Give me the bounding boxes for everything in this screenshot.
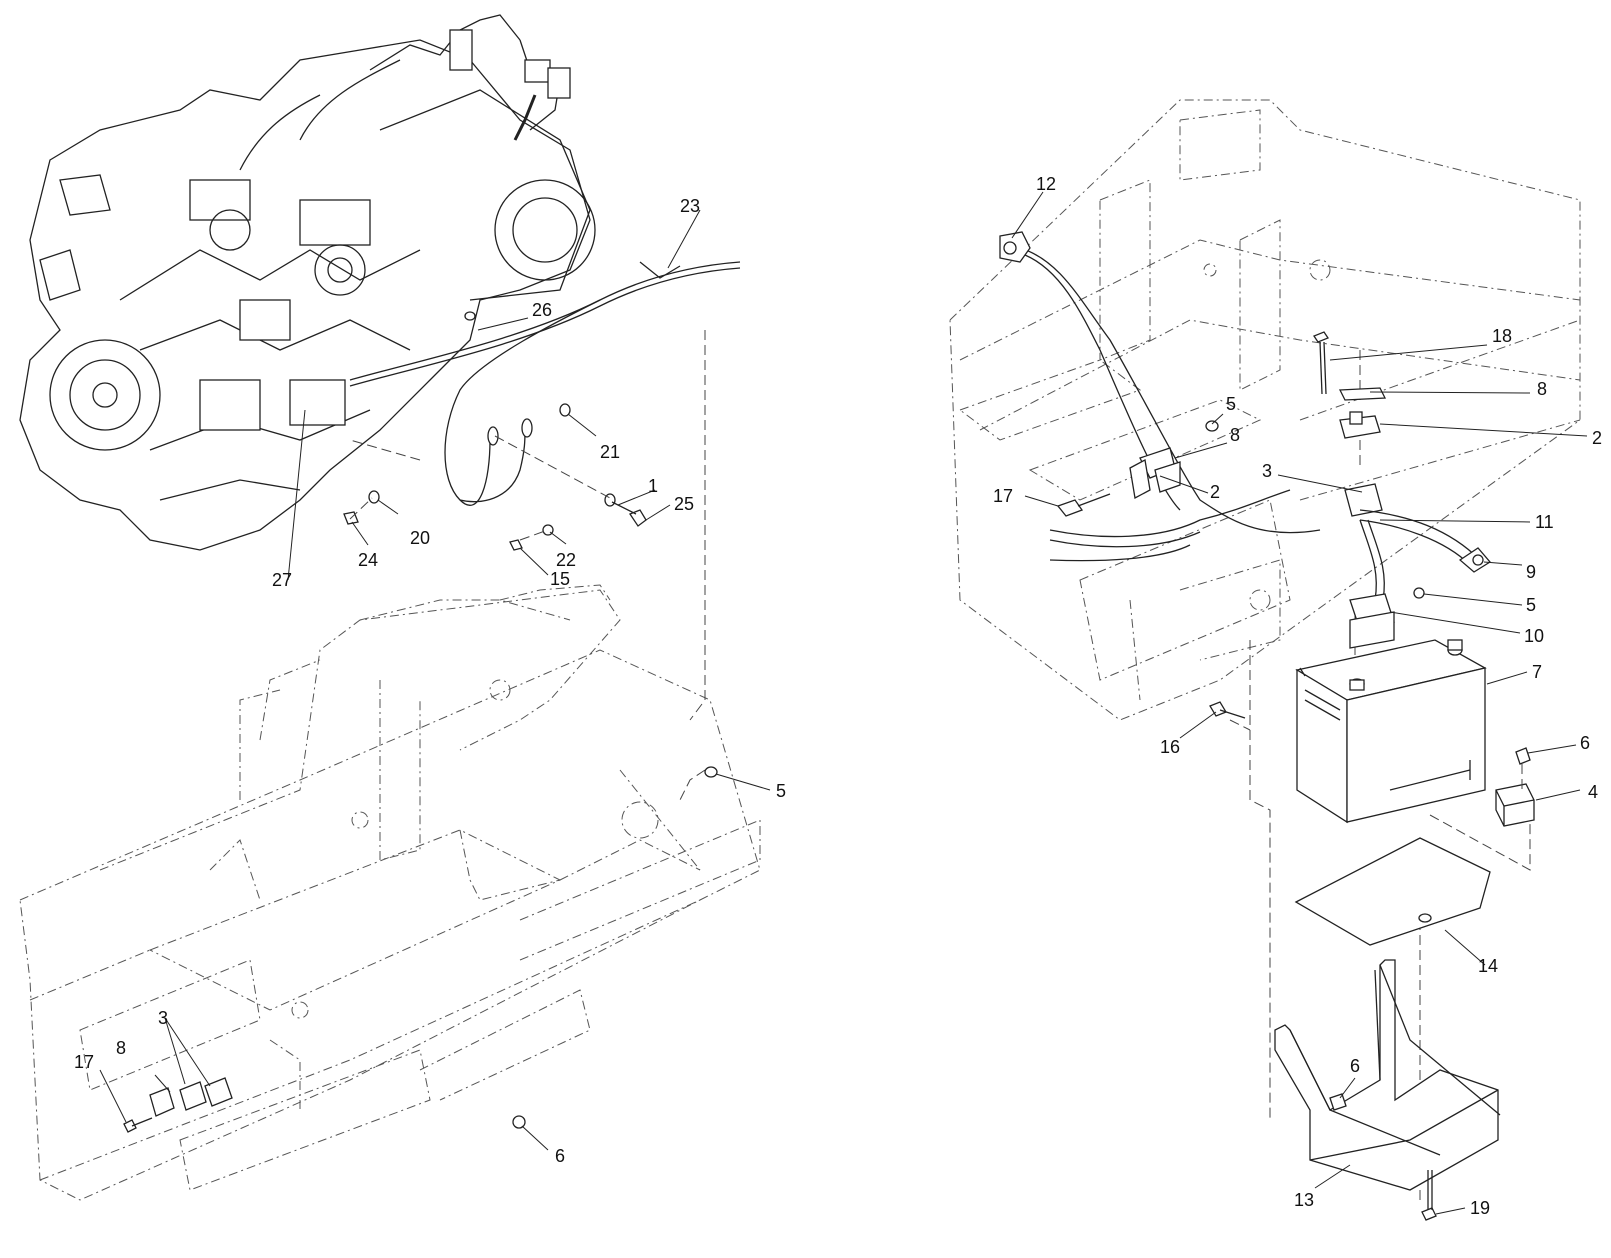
callout-2-mid: 2: [1210, 482, 1220, 502]
callout-6-upper: 6: [1580, 733, 1590, 753]
battery-hold-down: [1495, 747, 1535, 827]
callout-5-left: 5: [776, 781, 786, 801]
callout-14: 14: [1478, 956, 1498, 976]
leader-lines: [99, 191, 1588, 1215]
callout-19: 19: [1470, 1198, 1490, 1218]
callout-7: 7: [1532, 662, 1542, 682]
callout-12: 12: [1036, 174, 1056, 194]
callout-23: 23: [680, 196, 700, 216]
callout-labels: 23 26 21 1 25 20 24 22 15 27 5 3 8 17 6 …: [74, 174, 1602, 1218]
parts-right: [999, 231, 1491, 719]
callout-6-left: 6: [555, 1146, 565, 1166]
frame-right: [949, 99, 1581, 1200]
callout-18: 18: [1492, 326, 1512, 346]
callout-6-lower: 6: [1350, 1056, 1360, 1076]
callout-20: 20: [410, 528, 430, 548]
callout-8-left: 8: [116, 1038, 126, 1058]
callout-25: 25: [674, 494, 694, 514]
callout-21: 21: [600, 442, 620, 462]
frame-left: [19, 330, 761, 1201]
callout-3-left: 3: [158, 1008, 168, 1028]
callout-22: 22: [556, 550, 576, 570]
callout-26: 26: [532, 300, 552, 320]
callout-10: 10: [1524, 626, 1544, 646]
callout-15: 15: [550, 569, 570, 589]
callout-5-lower: 5: [1526, 595, 1536, 615]
battery-cables: [349, 261, 741, 506]
callout-24: 24: [358, 550, 378, 570]
battery: [1295, 639, 1487, 824]
callout-27: 27: [272, 570, 292, 590]
callout-13: 13: [1294, 1190, 1314, 1210]
callout-4: 4: [1588, 782, 1598, 802]
fasteners-left: [343, 311, 647, 551]
callout-17-right: 17: [993, 486, 1013, 506]
callout-1: 1: [648, 476, 658, 496]
callout-16: 16: [1160, 737, 1180, 757]
battery-support: [1274, 959, 1501, 1221]
callout-8-mid: 8: [1230, 425, 1240, 445]
callout-17-left: 17: [74, 1052, 94, 1072]
callout-8-top: 8: [1537, 379, 1547, 399]
callout-3-right: 3: [1262, 461, 1272, 481]
callout-11: 11: [1535, 512, 1554, 532]
battery-tray: [1294, 837, 1491, 946]
callout-5-upper: 5: [1226, 394, 1236, 414]
callout-2-top: 2: [1592, 428, 1602, 448]
callout-9: 9: [1526, 562, 1536, 582]
engine-assembly: [19, 14, 596, 551]
